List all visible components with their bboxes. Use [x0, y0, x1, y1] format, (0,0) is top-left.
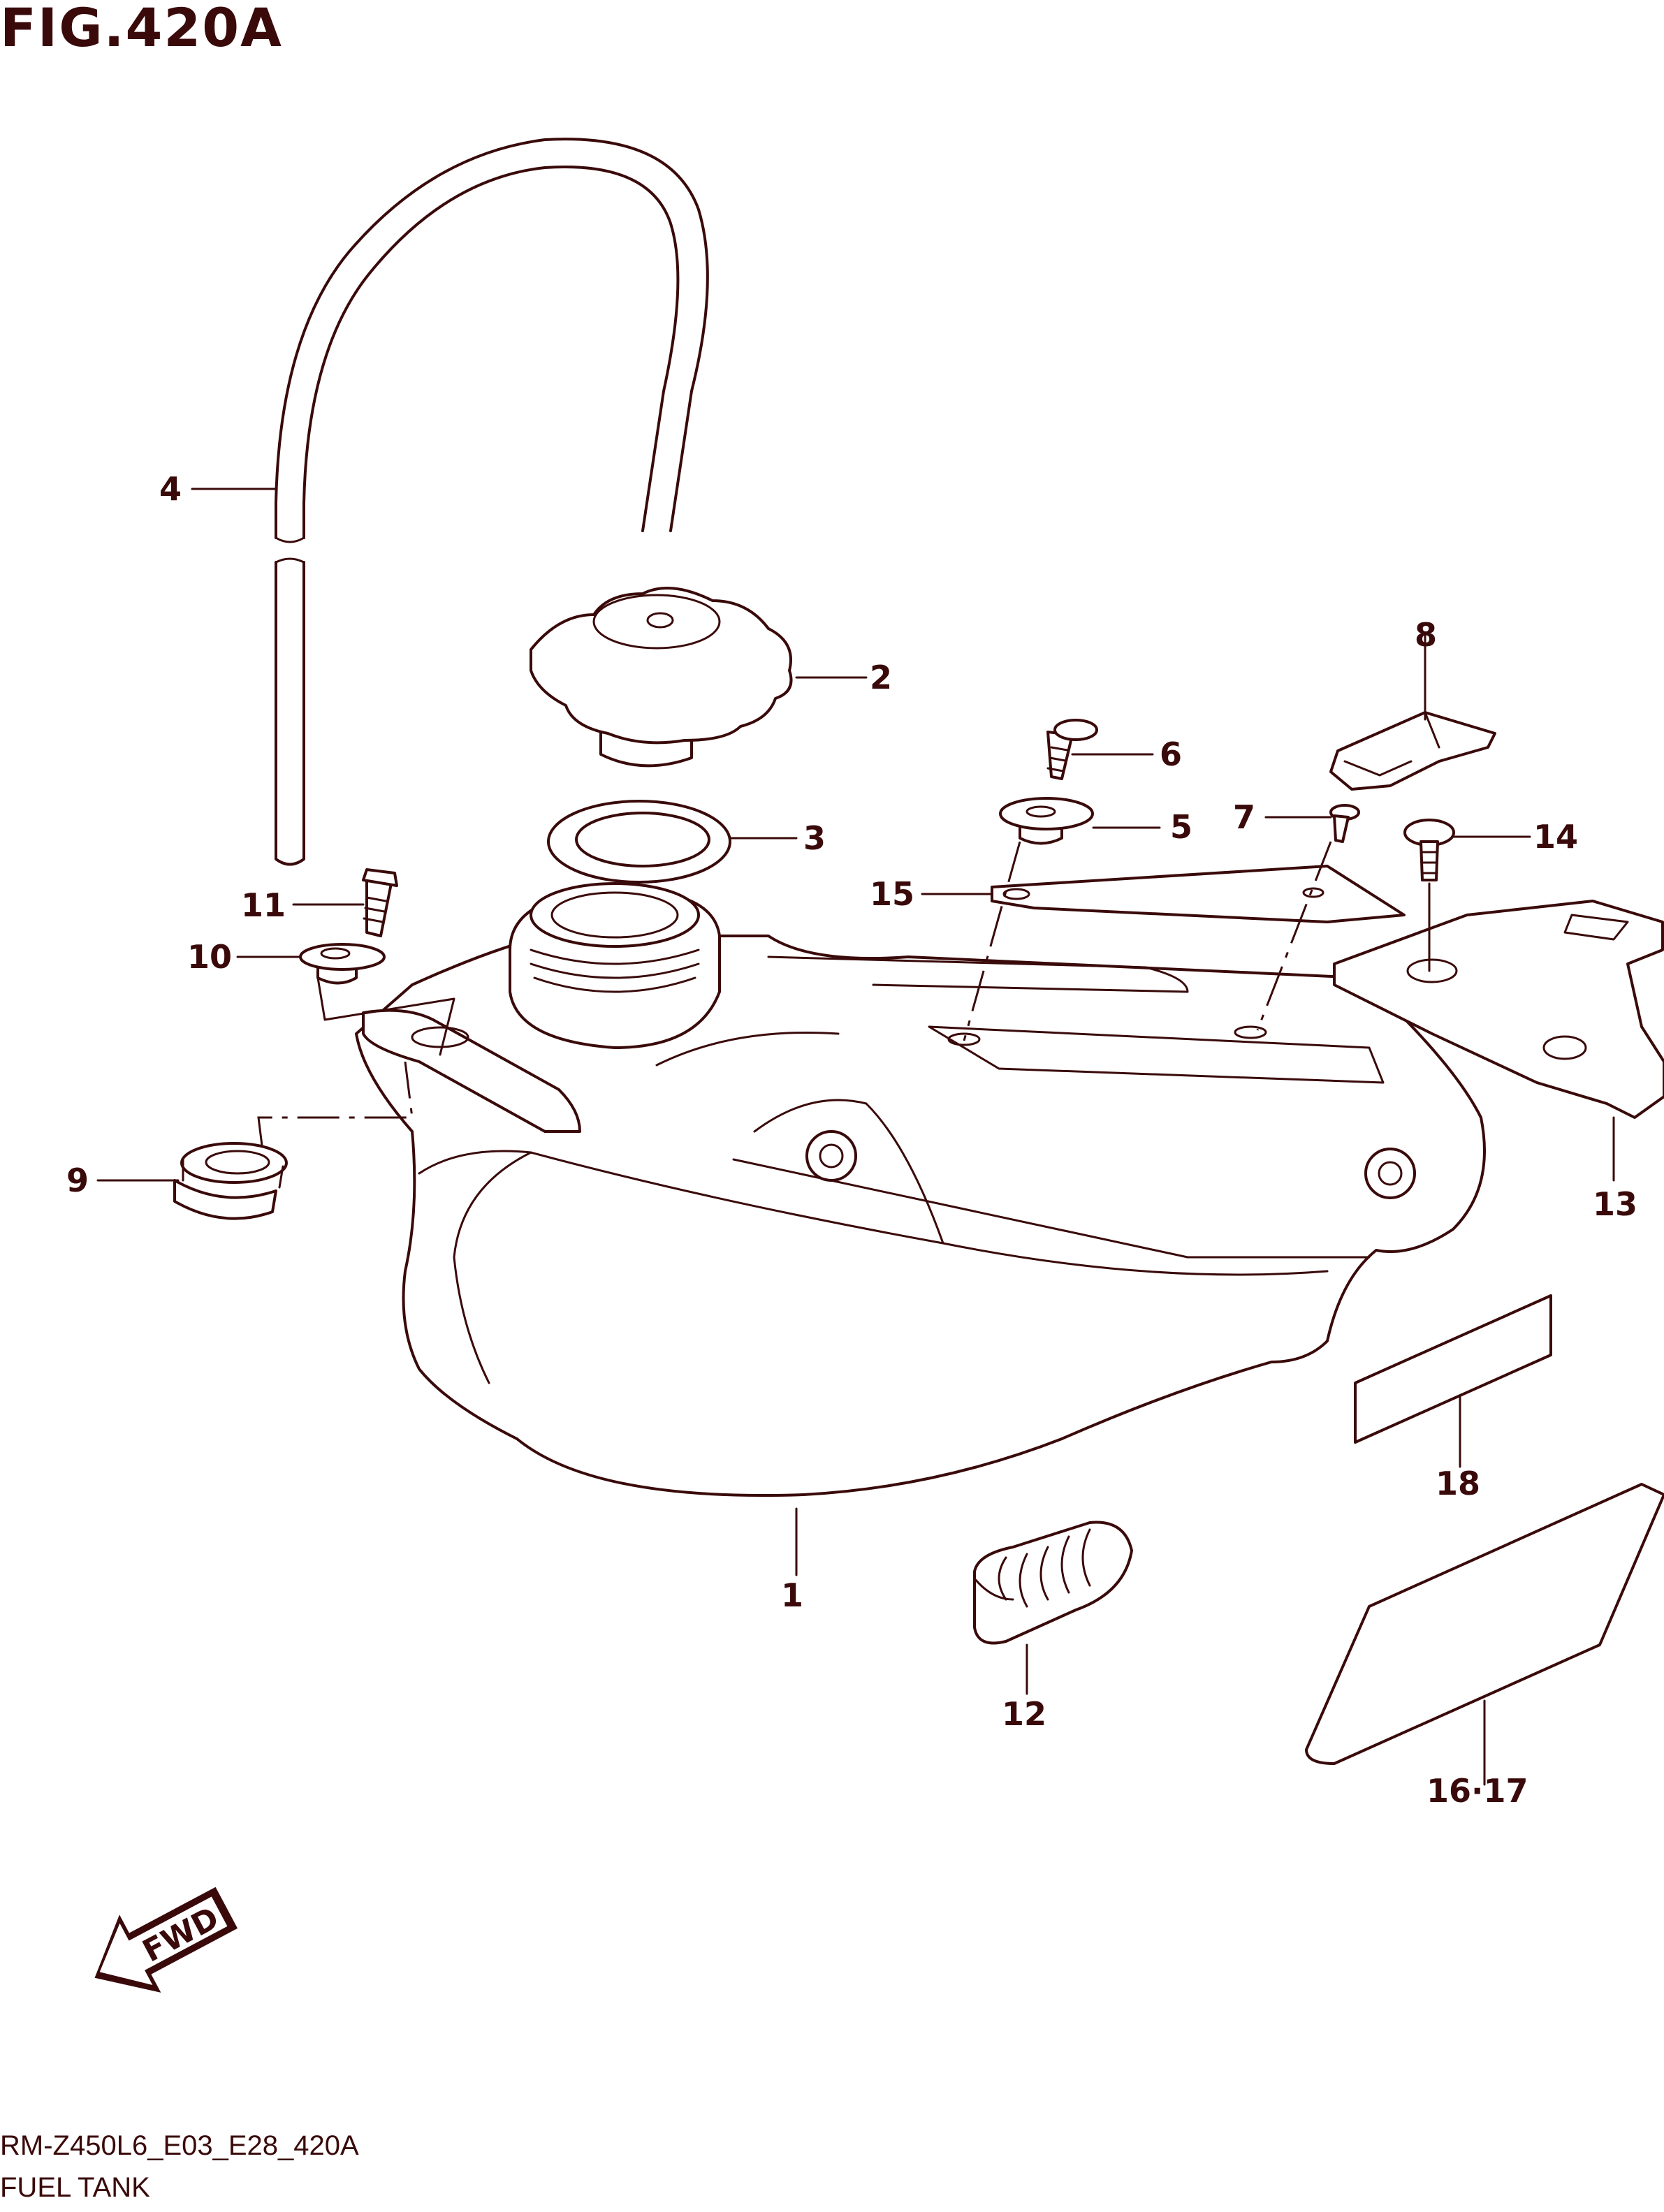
part-15-plate [991, 865, 1406, 923]
part-8-strap [1329, 711, 1496, 791]
callout-5: 5 [1170, 808, 1192, 846]
callout-6: 6 [1160, 735, 1182, 773]
callout-2: 2 [870, 659, 892, 696]
callout-labels: 4 2 3 6 5 7 8 14 15 13 11 10 9 1 12 18 1… [66, 470, 1637, 1810]
callout-12: 12 [1002, 1695, 1046, 1733]
callout-9: 9 [66, 1162, 89, 1199]
part-6-screw [1046, 719, 1098, 780]
callout-4: 4 [159, 470, 182, 508]
part-9-cushion [173, 1142, 288, 1220]
callout-16-17: 16·17 [1426, 1772, 1528, 1810]
fwd-direction-arrow: FWD [94, 1887, 238, 1993]
callout-13: 13 [1593, 1185, 1637, 1223]
part-16-17-decal [1305, 1483, 1664, 1765]
part-11-bolt [362, 868, 398, 937]
assembly-lines [257, 841, 1431, 1146]
part-4-breather-hose [275, 138, 709, 866]
figure-name: FUEL TANK [0, 2172, 150, 2203]
part-3-cap-gasket [547, 800, 731, 884]
callout-14: 14 [1533, 818, 1578, 856]
part-1-fuel-tank [355, 882, 1486, 1497]
callout-18: 18 [1436, 1465, 1480, 1502]
part-7-screw [1329, 804, 1360, 843]
part-13-bracket [1333, 900, 1664, 1119]
leader-lines [96, 488, 1615, 1786]
callout-8: 8 [1415, 616, 1437, 654]
part-2-fuel-cap [530, 587, 793, 768]
part-5-washer [999, 797, 1094, 845]
callout-3: 3 [803, 819, 826, 857]
callout-10: 10 [187, 938, 232, 976]
callout-1: 1 [781, 1576, 803, 1614]
callout-11: 11 [241, 886, 286, 924]
callout-7: 7 [1233, 798, 1255, 836]
part-10-collar [299, 943, 386, 985]
model-code: RM-Z450L6_E03_E28_420A [0, 2130, 359, 2161]
part-18-label [1354, 1294, 1552, 1444]
callout-15: 15 [870, 875, 914, 913]
part-14-bolt [1403, 819, 1455, 881]
part-12-rubber [973, 1521, 1133, 1645]
figure-title: FIG.420A [0, 0, 283, 59]
